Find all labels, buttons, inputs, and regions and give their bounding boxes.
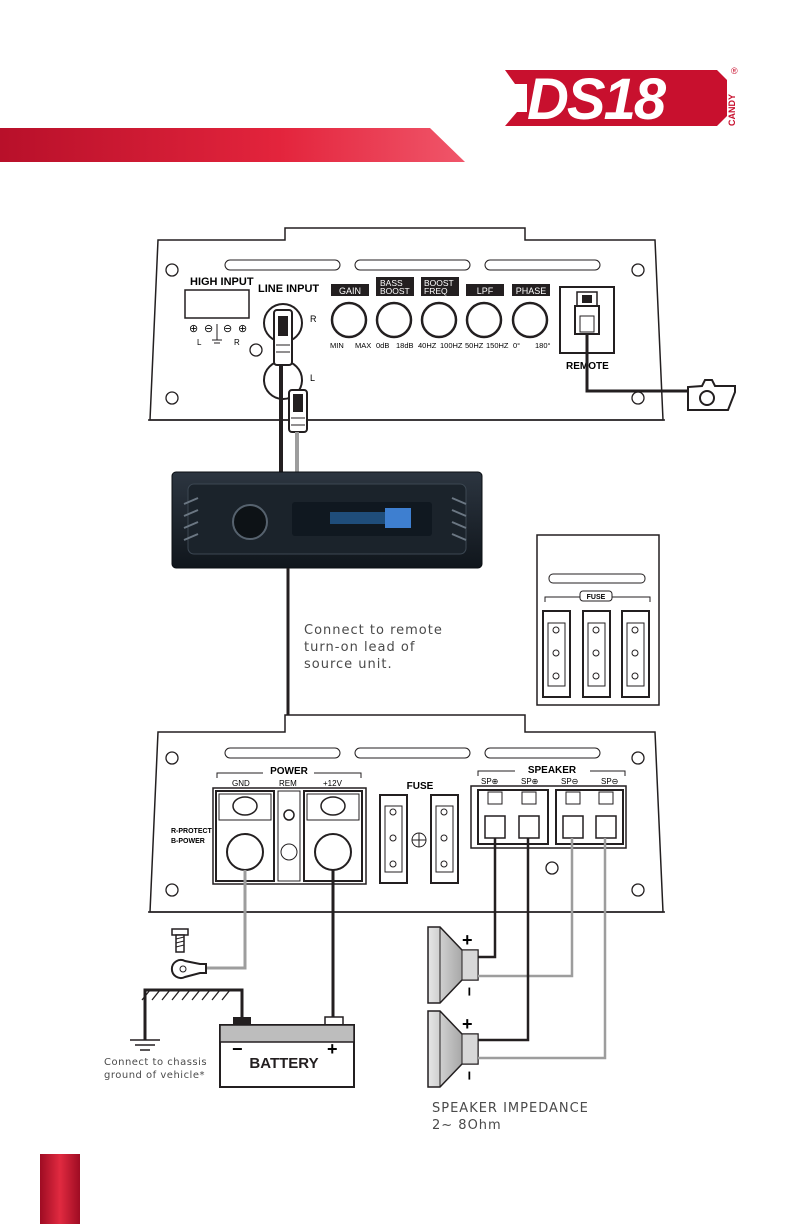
header-banner xyxy=(0,128,465,162)
rca-l-label: L xyxy=(310,373,315,383)
rca-plug-left xyxy=(288,389,308,433)
sp-screw-4[interactable] xyxy=(598,791,614,805)
led-indicator xyxy=(249,343,263,357)
sp-terminal-3: SP⊖ xyxy=(561,777,578,786)
knob-bass-min: 0dB xyxy=(376,341,389,350)
logo-registered: ® xyxy=(731,66,738,76)
high-input-label: HIGH INPUT xyxy=(190,276,254,288)
power-block: POWER GND REM +12V R-PROTECT B-POWER xyxy=(171,766,367,885)
knob-freq-label-2: FREQ xyxy=(424,286,448,296)
fuse-1[interactable] xyxy=(542,610,571,698)
knob-lpf-min: 50HZ xyxy=(465,341,484,350)
speaker-2 xyxy=(427,1010,479,1088)
knob-lpf[interactable]: LPF 50HZ 150HZ xyxy=(465,284,509,350)
sp-screw-1[interactable] xyxy=(487,791,503,805)
high-terminal-4: ⊕ xyxy=(238,323,247,335)
fuse-3[interactable] xyxy=(621,610,650,698)
brand-logo: DS18 CANDY ® xyxy=(497,56,747,136)
battery-plus: + xyxy=(327,1039,338,1059)
impedance-title: SPEAKER IMPEDANCE xyxy=(432,1101,589,1116)
knob-phase-min: 0° xyxy=(513,341,520,350)
knob-gain-min: MIN xyxy=(330,341,344,350)
gnd-label: GND xyxy=(232,779,250,788)
v12-label: +12V xyxy=(323,779,343,788)
sp-terminal-2: SP⊕ xyxy=(521,777,538,786)
sp-terminal-1: SP⊕ xyxy=(481,777,498,786)
fuse-panel-label: FUSE xyxy=(587,594,606,601)
rem-terminal[interactable] xyxy=(277,790,301,882)
knob-freq-label-1: BOOST xyxy=(424,278,454,288)
knob-phase[interactable]: PHASE 0° 180° xyxy=(511,284,551,350)
high-terminal-3: ⊖ xyxy=(223,323,232,335)
fuse-panel: FUSE xyxy=(536,534,660,706)
fuse-2[interactable] xyxy=(582,610,611,698)
battery-label: BATTERY xyxy=(249,1055,318,1072)
high-input-r: R xyxy=(234,338,240,347)
battery-minus: − xyxy=(232,1039,243,1059)
amp-fuse-2[interactable] xyxy=(430,794,459,884)
header-red-stripe xyxy=(0,128,465,162)
high-input-l: L xyxy=(197,338,202,347)
high-input-block: HIGH INPUT ⊕ ⊖ ⊖ ⊕ L R xyxy=(184,276,263,357)
sp-screw-2[interactable] xyxy=(521,791,537,805)
rca-plug-right xyxy=(273,309,293,366)
logo-text: DS18 xyxy=(527,67,667,132)
knob-bass-label-2: BOOST xyxy=(380,286,410,296)
page-tab xyxy=(40,1154,80,1224)
knob-gain[interactable]: GAIN MIN MAX xyxy=(330,284,371,350)
knob-lpf-label: LPF xyxy=(477,286,494,296)
sp-port-3[interactable] xyxy=(562,815,584,839)
amp-fuse-label: FUSE xyxy=(407,781,434,792)
rem-label: REM xyxy=(279,779,297,788)
knob-boost-freq[interactable]: BOOST FREQ 40HZ 100HZ xyxy=(418,277,463,350)
knob-gain-max: MAX xyxy=(355,341,371,350)
rca-r-label: R xyxy=(310,314,317,324)
knob-freq-min: 40HZ xyxy=(418,341,437,350)
head-unit-radio xyxy=(171,471,483,569)
battery: − + BATTERY xyxy=(219,1016,355,1088)
remote-note: Connect to remote turn-on lead of source… xyxy=(304,623,443,672)
amp-fuse-1[interactable] xyxy=(379,794,408,884)
speaker-block: SPEAKER SP⊕ SP⊕ SP⊖ SP⊖ xyxy=(470,765,627,849)
knob-lpf-max: 150HZ xyxy=(486,341,509,350)
knob-phase-max: 180° xyxy=(535,341,551,350)
knob-gain-label: GAIN xyxy=(339,286,361,296)
sp-terminal-4: SP⊖ xyxy=(601,777,618,786)
power-label: POWER xyxy=(270,766,309,777)
v12-terminal[interactable] xyxy=(303,790,363,882)
speaker-label: SPEAKER xyxy=(528,765,577,776)
impedance-value: 2~ 8Ohm xyxy=(432,1118,502,1133)
sp-screw-3[interactable] xyxy=(565,791,581,805)
spk2-plus: + xyxy=(462,1014,473,1034)
amp-fuse-block: FUSE xyxy=(379,781,459,884)
speaker-1 xyxy=(427,926,479,1004)
logo-sub-text: CANDY xyxy=(727,94,737,126)
high-terminal-2: ⊖ xyxy=(204,323,213,335)
knob-bass-max: 18dB xyxy=(396,341,414,350)
sp-port-2[interactable] xyxy=(518,815,540,839)
chassis-ground xyxy=(130,988,244,1051)
sp-port-4[interactable] xyxy=(595,815,617,839)
sp-port-1[interactable] xyxy=(484,815,506,839)
spk1-minus: − xyxy=(460,987,477,996)
knob-freq-max: 100HZ xyxy=(440,341,463,350)
knob-bass-label-1: BASS xyxy=(380,278,403,288)
knob-bass-boost[interactable]: BASS BOOST 0dB 18dB xyxy=(375,277,414,350)
ring-terminal-icon xyxy=(170,959,207,979)
high-input-connector[interactable] xyxy=(184,289,250,319)
spk1-plus: + xyxy=(462,930,473,950)
gnd-terminal[interactable] xyxy=(215,790,275,882)
high-terminal-1: ⊕ xyxy=(189,323,198,335)
r-protect-label: R-PROTECT xyxy=(171,828,213,835)
spk2-minus: − xyxy=(460,1071,477,1080)
screw-icon xyxy=(171,928,189,953)
knob-phase-label: PHASE xyxy=(516,286,547,296)
remote-bass-knob[interactable] xyxy=(687,379,736,411)
line-input-label: LINE INPUT xyxy=(258,283,319,295)
b-power-label: B-POWER xyxy=(171,838,205,845)
chassis-note: Connect to chassis ground of vehicle* xyxy=(104,1057,208,1081)
